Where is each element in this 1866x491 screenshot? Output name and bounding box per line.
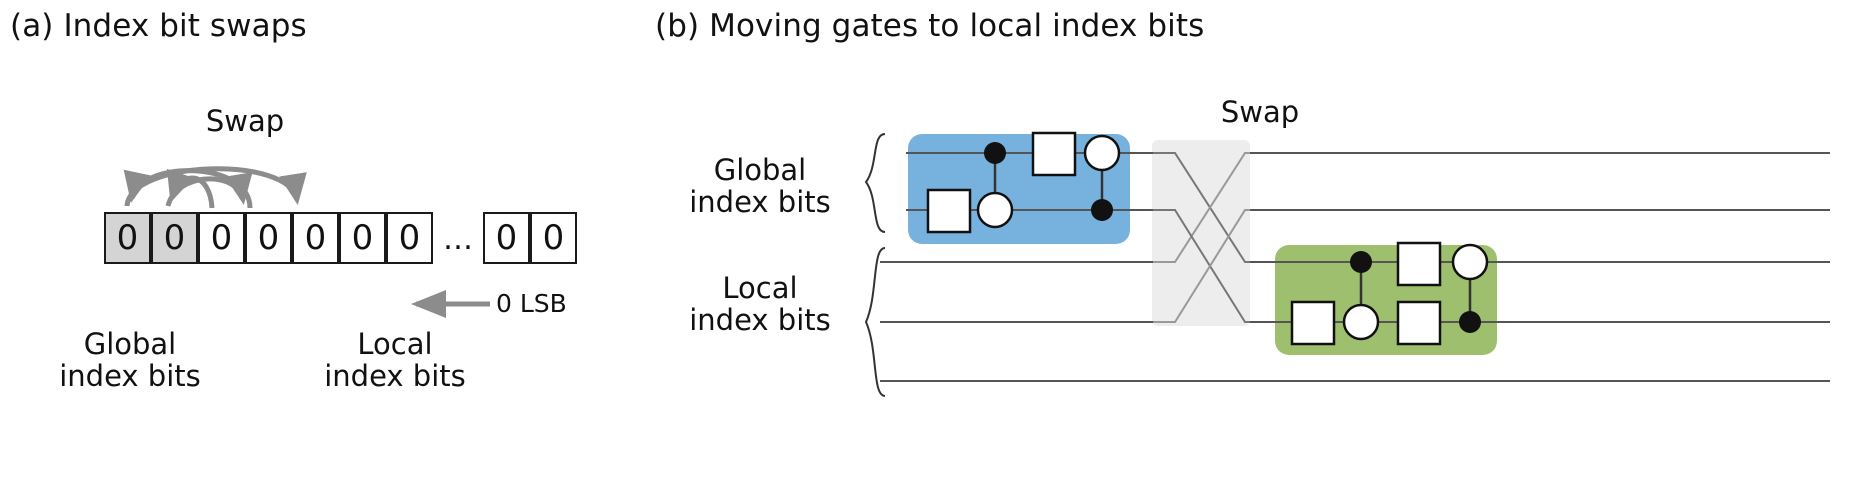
target-open-circle <box>976 191 1014 229</box>
bit-box[interactable]: 0 <box>483 212 530 264</box>
swap-cross-d <box>1153 209 1250 323</box>
panel-b-global-label-line2: index bits <box>689 185 831 220</box>
bit-box[interactable]: 0 <box>104 212 151 264</box>
control-filled-dot <box>1350 251 1372 273</box>
gate-box <box>926 188 972 234</box>
bit-string-ellipsis: … <box>443 222 475 257</box>
lsb-label: 0 LSB <box>496 289 567 318</box>
control-filled-dot <box>984 142 1006 164</box>
bit-box[interactable]: 0 <box>245 212 292 264</box>
panel-a-swap-label: Swap <box>205 104 285 138</box>
bit-box[interactable]: 0 <box>198 212 245 264</box>
swap-arc-outer-right <box>124 166 307 207</box>
swap-region <box>1152 140 1250 326</box>
bit-box[interactable]: 0 <box>151 212 198 264</box>
panel-a-local-label-line2: index bits <box>324 359 466 394</box>
panel-a-global-label: Global index bits <box>30 328 230 393</box>
panel-a-global-label-line1: Global <box>83 327 177 361</box>
target-open-circle <box>1451 243 1489 281</box>
control-filled-dot <box>1459 311 1481 333</box>
panel-a-local-label-line1: Local <box>357 327 433 361</box>
swap-arc-inner-right <box>165 172 253 207</box>
panel-b-local-label: Local index bits <box>660 272 860 337</box>
panel-a-title: (a) Index bit swaps <box>10 8 307 44</box>
panel-b-local-label-line2: index bits <box>689 303 831 338</box>
panel-b-title: (b) Moving gates to local index bits <box>655 8 1205 44</box>
panel-b-global-label-line1: Global <box>713 153 807 187</box>
bit-box[interactable]: 0 <box>339 212 386 264</box>
target-open-circle <box>1083 134 1121 172</box>
gate-box <box>1396 300 1442 346</box>
control-filled-dot <box>1091 199 1113 221</box>
panel-a-local-label: Local index bits <box>295 328 495 393</box>
panel-b-global-label: Global index bits <box>660 154 860 219</box>
panel-b-swap-label: Swap <box>1220 95 1300 129</box>
bit-box[interactable]: 0 <box>292 212 339 264</box>
target-open-circle <box>1342 303 1380 341</box>
panel-a-global-label-line2: index bits <box>59 359 201 394</box>
swap-cross-b <box>1153 152 1250 263</box>
brace-global <box>864 133 886 233</box>
gate-box <box>1031 131 1077 177</box>
bit-box[interactable]: 0 <box>530 212 577 264</box>
panel-b-local-label-line1: Local <box>722 271 798 305</box>
brace-local <box>864 247 886 397</box>
gate-box <box>1290 300 1336 346</box>
gate-box <box>1396 241 1442 287</box>
bit-box[interactable]: 0 <box>386 212 433 264</box>
